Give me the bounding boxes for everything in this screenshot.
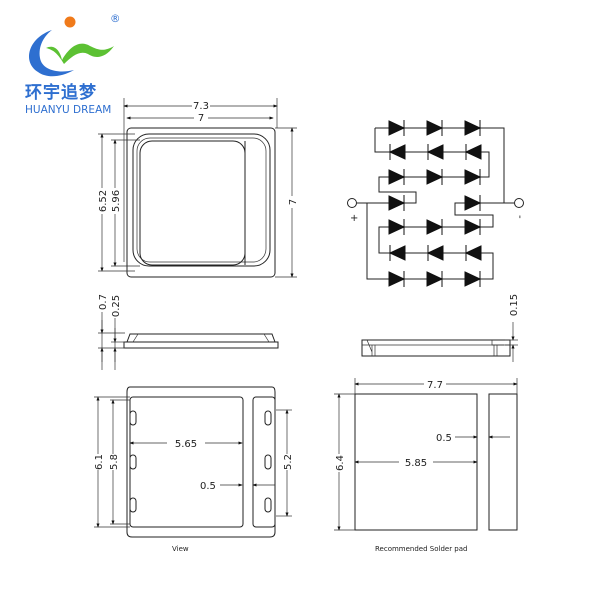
pad-slot — [129, 454, 137, 470]
bottom-view: 6.1 5.8 5.65 5.2 0.5 View — [92, 386, 294, 553]
led-diode-icon — [464, 271, 482, 287]
led-diode-icon — [426, 144, 444, 160]
logo-name-cn: 环宇追梦 — [25, 82, 97, 103]
led-diode-icon — [388, 120, 406, 136]
led-diode-icon — [426, 120, 444, 136]
led-diode-icon — [464, 195, 482, 211]
dim-solder-pad-width: 5.85 — [405, 458, 427, 469]
plus-terminal — [347, 198, 357, 208]
pad-slot — [264, 410, 272, 426]
dim-pad-gap: 0.5 — [200, 481, 216, 492]
led-diode-icon — [388, 245, 406, 261]
dim-height-right: 7 — [288, 199, 299, 205]
pad-slot — [129, 410, 137, 426]
dim-total-height: 0.7 — [98, 294, 109, 310]
pad-slot — [129, 497, 137, 513]
pad-slot — [264, 497, 272, 513]
sun-icon — [64, 16, 76, 28]
led-diode-icon — [464, 169, 482, 185]
led-diode-icon — [464, 120, 482, 136]
led-diode-icon — [426, 271, 444, 287]
led-diode-icon — [388, 219, 406, 235]
dim-solder-gap: 0.5 — [436, 433, 452, 444]
led-diode-icon — [388, 271, 406, 287]
dim-step-height: 0.15 — [509, 294, 520, 316]
led-diode-icon — [464, 245, 482, 261]
dim-width-outer: 7.3 — [193, 101, 209, 112]
wave-icon — [46, 43, 114, 64]
led-diode-icon — [464, 144, 482, 160]
led-circuit-schematic: + - — [347, 120, 525, 287]
company-logo: ® 环宇追梦 HUANYU DREAM — [25, 13, 121, 116]
top-view: 7.3 7 6.52 5.96 7 — [96, 98, 299, 278]
dim-bottom-height-outer: 6.1 — [94, 454, 105, 470]
dim-pad-width: 5.65 — [175, 439, 197, 450]
dim-height-inner: 5.96 — [111, 190, 122, 212]
minus-terminal — [514, 198, 524, 208]
side-view-left: 0.7 0.25 — [98, 294, 279, 370]
led-diode-icon — [426, 169, 444, 185]
recommended-solder-pad: 7.7 6.4 0.5 5.85 Recommended Solder pad — [333, 378, 518, 553]
dim-width-inner: 7 — [198, 113, 204, 124]
led-diode-icon — [464, 219, 482, 235]
bottom-view-caption: View — [172, 545, 189, 553]
dim-bottom-height-inner: 5.8 — [109, 454, 120, 470]
dim-height-outer: 6.52 — [98, 190, 109, 212]
plus-label: + — [350, 213, 358, 224]
led-diode-icon — [426, 219, 444, 235]
dim-total-width: 7.7 — [427, 380, 443, 391]
dim-right-pad-height: 5.2 — [283, 454, 294, 470]
registered-mark: ® — [110, 13, 121, 25]
solder-pad-caption: Recommended Solder pad — [375, 545, 468, 553]
logo-name-en: HUANYU DREAM — [25, 104, 111, 116]
minus-label: - — [514, 215, 525, 219]
led-diode-icon — [426, 245, 444, 261]
dim-base-height: 0.25 — [111, 295, 122, 317]
led-diode-icon — [388, 144, 406, 160]
pad-slot — [264, 454, 272, 470]
led-diode-icon — [388, 169, 406, 185]
led-diode-icon — [388, 195, 406, 211]
side-view-right: 0.15 — [361, 294, 520, 362]
crescent-icon — [29, 30, 75, 77]
dim-pad-height: 6.4 — [335, 455, 346, 471]
